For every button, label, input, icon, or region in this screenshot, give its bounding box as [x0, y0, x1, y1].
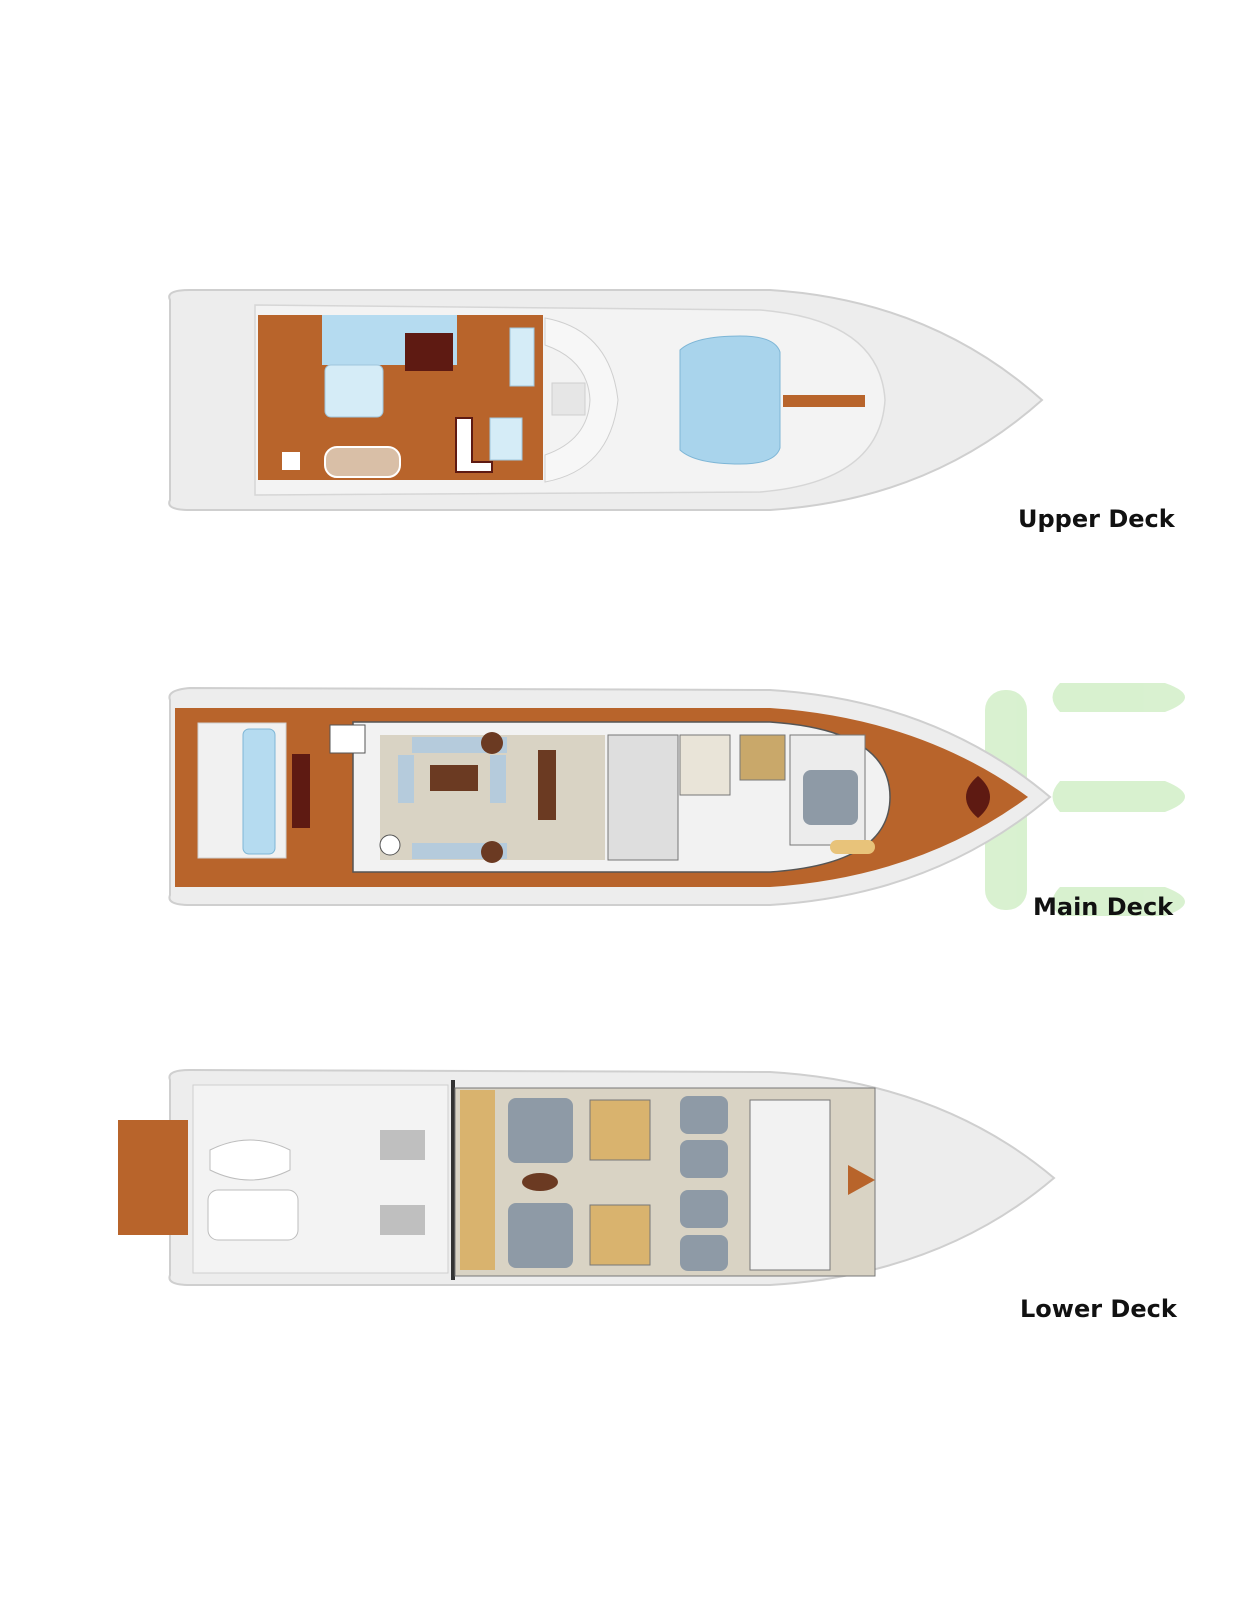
upper-sunpad: [324, 446, 401, 478]
upper-box: [282, 452, 300, 470]
lower-bed-2: [508, 1203, 573, 1268]
upper-jacuzzi: [324, 364, 384, 418]
lower-deck-plan: [0, 1030, 1250, 1300]
main-deck-drawing: [168, 683, 1185, 916]
lower-bow-locker: [848, 1165, 875, 1195]
main-stair-aft: [379, 834, 401, 856]
upper-sunbed-cushion: [679, 335, 781, 465]
watermark-stroke-1: [1052, 683, 1185, 712]
upper-bench: [509, 327, 535, 387]
upper-deck-plan: [0, 270, 1250, 530]
lower-wardrobes: [460, 1090, 495, 1270]
lower-deck-label: Lower Deck: [1020, 1295, 1177, 1323]
lower-engine-2: [380, 1205, 425, 1235]
lower-bunk-1: [680, 1096, 728, 1134]
upper-dining-table: [405, 333, 453, 371]
main-chair-2: [481, 841, 503, 863]
upper-teak-walkway: [783, 395, 865, 407]
lower-head-1: [589, 1099, 651, 1161]
main-ensuite: [739, 734, 786, 781]
lower-crew-area: [749, 1099, 831, 1271]
main-master-seat: [830, 840, 875, 854]
watermark-stroke-3: [1052, 887, 1185, 916]
main-bow-mark: [966, 776, 990, 818]
upper-seat: [489, 417, 523, 461]
watermark-stroke-2: [1052, 781, 1185, 812]
main-aft-table: [292, 754, 310, 828]
lower-deck-drawing: [118, 1068, 1056, 1286]
main-wc-aft: [329, 724, 366, 754]
main-galley: [607, 734, 679, 861]
main-sofa-left: [398, 755, 414, 803]
lower-bed-1: [508, 1098, 573, 1163]
lower-jetski: [207, 1189, 299, 1241]
main-dining-table: [538, 750, 556, 820]
main-coffee-table: [430, 765, 478, 791]
main-chair-1: [481, 732, 503, 754]
lower-center-table: [522, 1173, 558, 1191]
upper-bar: [455, 417, 493, 473]
main-deck-label: Main Deck: [1033, 893, 1174, 921]
upper-deck-drawing: [168, 289, 1044, 511]
lower-engine-1: [380, 1130, 425, 1160]
lower-bunk-3: [680, 1190, 728, 1228]
lower-bunk-2: [680, 1140, 728, 1178]
main-master-bed: [803, 770, 858, 825]
main-aft-sofa: [242, 728, 276, 855]
lower-tender: [209, 1139, 291, 1181]
lower-bunk-4: [680, 1235, 728, 1271]
upper-helm-console: [551, 382, 586, 416]
lower-swim-platform: [118, 1120, 188, 1235]
lower-engine-room: [192, 1084, 449, 1274]
lower-head-2: [589, 1204, 651, 1266]
main-deck-plan: [0, 650, 1250, 920]
main-stairs: [679, 734, 731, 796]
upper-deck-label: Upper Deck: [1018, 505, 1175, 533]
upper-windscreen: [544, 317, 619, 483]
main-sofa-right: [490, 755, 506, 803]
